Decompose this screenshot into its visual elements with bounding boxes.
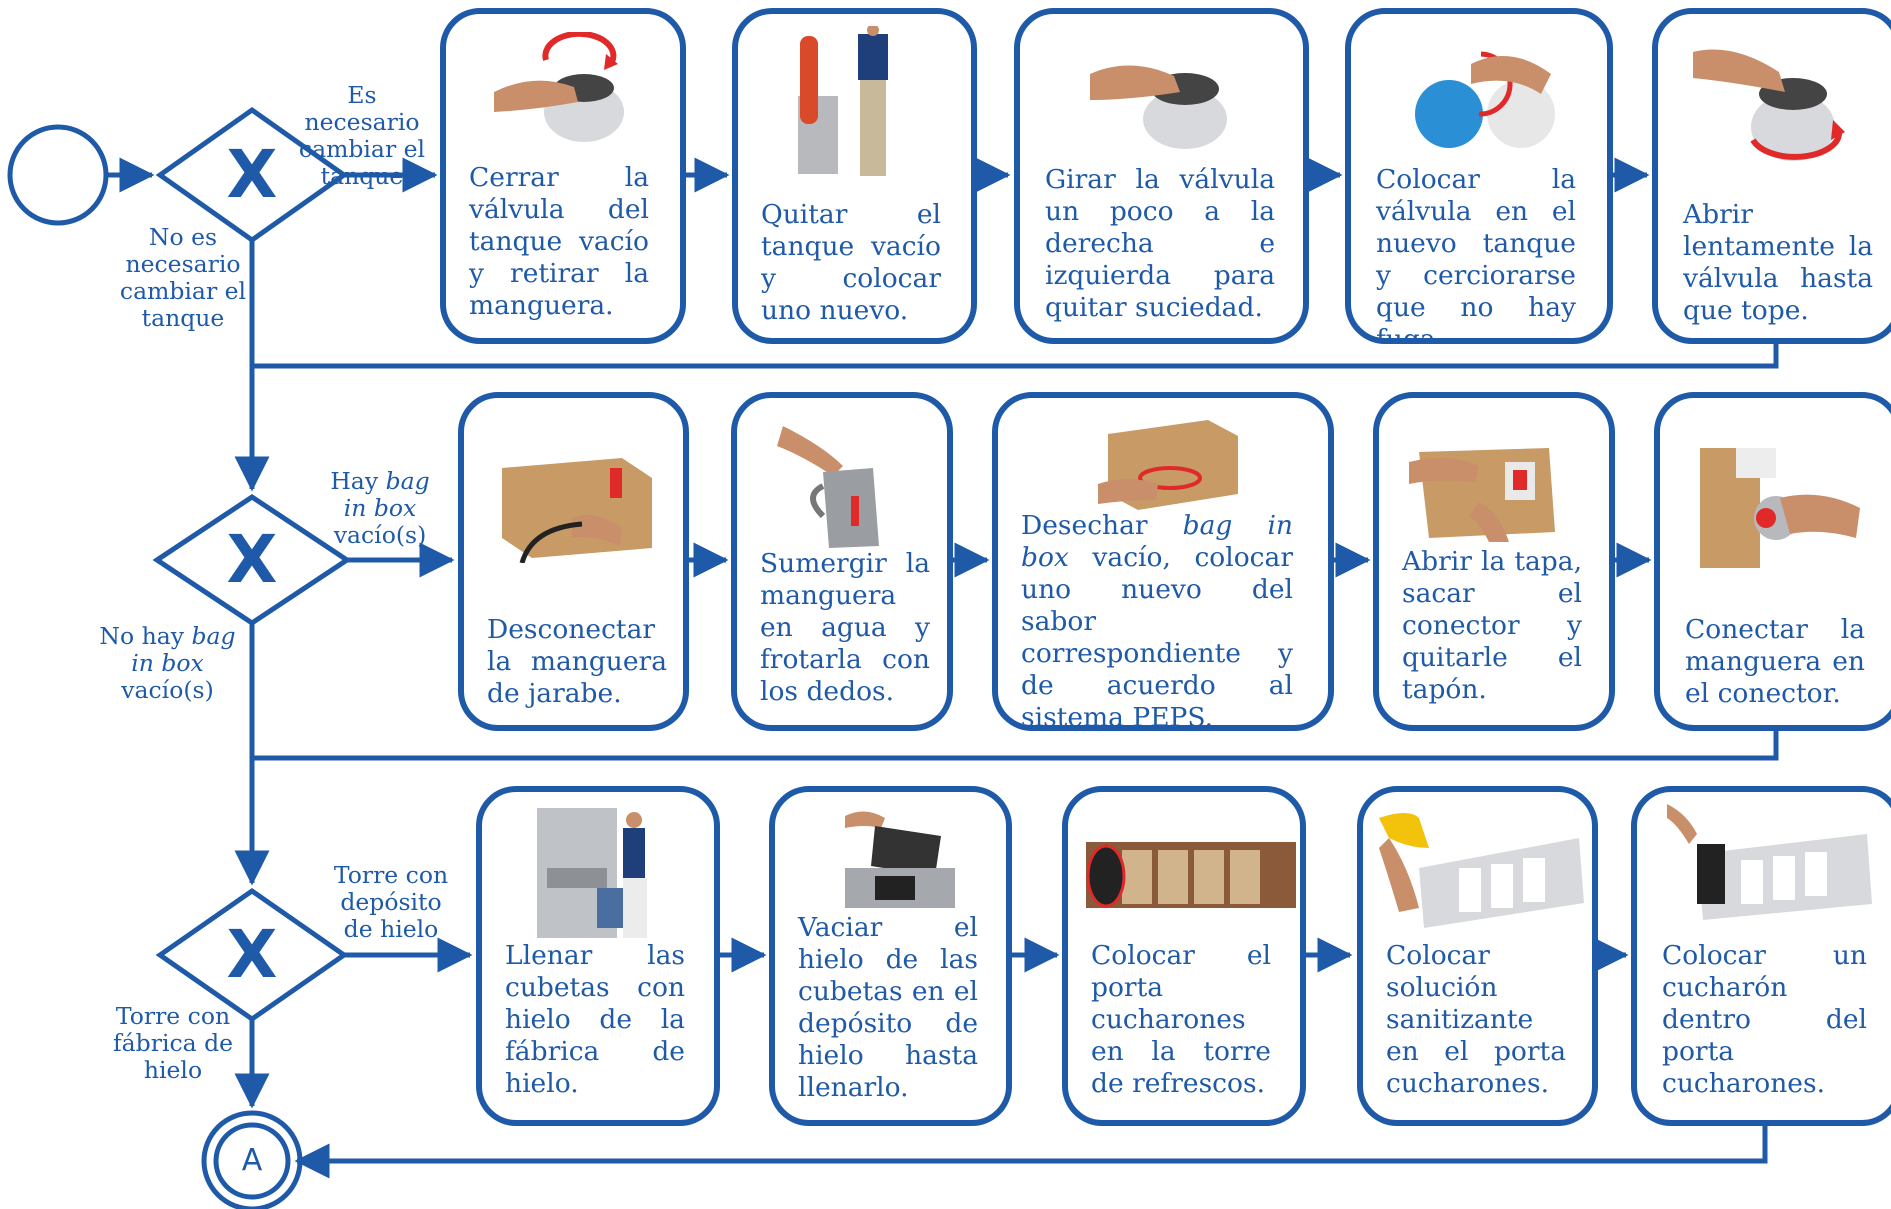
hand-turning-valve-icon <box>1090 65 1227 149</box>
flow-row-1-return <box>252 344 1779 369</box>
task-r1-close-valve-text: Cerrar la válvula del tanque vacío y ret… <box>469 162 649 321</box>
task-r1-swap-tank-text: Quitar el tanque vacío y colocar uno nue… <box>761 199 941 326</box>
task-r1-turn-valve: Girar la válvula un poco a la derecha e … <box>1014 8 1309 344</box>
task-r2-disconnect-hose-text: Desconectar la manguera de jarabe. <box>487 614 667 709</box>
task-r2-replace-bag-text: Desechar bag in box vacío, colocar uno n… <box>1021 510 1293 731</box>
ice-bucket-pour-icon <box>845 811 955 908</box>
gateway-3-symbol: X <box>226 916 278 993</box>
gateway-3-yes-label: Torre con depósito de hielo <box>333 861 449 943</box>
task-r3-empty-buckets-text: Vaciar el hielo de las cubetas en el dep… <box>798 912 978 1103</box>
ice-machine-worker-icon <box>537 808 647 938</box>
flow-row-2-return <box>252 731 1779 761</box>
worker-swapping-tank-icon <box>798 26 888 176</box>
task-r1-place-valve-text: Colocar la válvula en el nuevo tanque y … <box>1376 164 1576 344</box>
task-r2-rinse-hose: Sumergir la manguera en agua y frotarla … <box>731 392 953 731</box>
hand-opening-valve-icon <box>1693 49 1845 161</box>
gateway-3-no-label: Torre con fábrica de hielo <box>112 1002 234 1084</box>
task-r3-place-holder: Colocar el porta cucharones en la torre … <box>1062 786 1306 1126</box>
task-r3-fill-buckets-text: Llenar las cubetas con hielo de la fábri… <box>505 940 685 1099</box>
valve-on-new-tank-icon <box>1415 51 1555 148</box>
task-r2-replace-bag: Desechar bag in box vacío, colocar uno n… <box>992 392 1334 731</box>
hose-connector-icon <box>1700 448 1860 568</box>
task-r1-open-valve: Abrir lentamente la válvula hasta que to… <box>1652 8 1891 344</box>
task-r3-fill-buckets: Llenar las cubetas con hielo de la fábri… <box>476 786 720 1126</box>
gateway-2-yes-label: Hay bag in box vacío(s) <box>330 467 430 549</box>
scoop-holder-icon <box>1086 842 1296 908</box>
gateway-1-no-label: No es necesario cambiar el tanque <box>119 223 247 332</box>
task-r1-turn-valve-text: Girar la válvula un poco a la derecha e … <box>1045 164 1275 323</box>
end-event-inner <box>213 1122 291 1200</box>
task-r3-place-holder-text: Colocar el porta cucharones en la torre … <box>1091 940 1271 1099</box>
task-r2-disconnect-hose: Desconectar la manguera de jarabe. <box>458 392 689 731</box>
task-r2-open-cap-text: Abrir la tapa, sacar el conector y quita… <box>1402 546 1582 705</box>
gateway-2-no-label: No hay bag in box vacío(s) <box>99 622 236 704</box>
gateway-1-symbol: X <box>226 136 278 213</box>
task-r3-place-scoop-text: Colocar un cucharón dentro del porta cuc… <box>1662 940 1867 1099</box>
scoop-in-holder-icon <box>1667 804 1872 920</box>
task-r1-open-valve-text: Abrir lentamente la válvula hasta que to… <box>1683 199 1873 326</box>
task-r2-rinse-hose-text: Sumergir la manguera en agua y frotarla … <box>760 548 930 707</box>
end-event-label: A <box>241 1143 263 1178</box>
task-r2-connect-hose-text: Conectar la manguera en el conector. <box>1685 614 1865 709</box>
flow-row-3-to-end <box>294 1126 1768 1179</box>
task-r3-sanitizer-text: Colocar solución sanitizante en el porta… <box>1386 940 1566 1099</box>
task-r1-place-valve: Colocar la válvula en el nuevo tanque y … <box>1345 8 1613 344</box>
task-r2-open-cap: Abrir la tapa, sacar el conector y quita… <box>1373 392 1615 731</box>
gateway-1-yes-label: Es necesario cambiar el tanque <box>298 81 426 190</box>
task-r1-swap-tank: Quitar el tanque vacío y colocar uno nue… <box>732 8 977 344</box>
box-connector-icon <box>1409 448 1555 542</box>
task-r3-place-scoop: Colocar un cucharón dentro del porta cuc… <box>1631 786 1891 1126</box>
task-r3-sanitizer: Colocar solución sanitizante en el porta… <box>1357 786 1598 1126</box>
sanitizer-pour-icon <box>1379 813 1584 928</box>
hand-closing-valve-icon <box>494 32 624 142</box>
task-r2-connect-hose: Conectar la manguera en el conector. <box>1654 392 1891 731</box>
task-r1-close-valve: Cerrar la válvula del tanque vacío y ret… <box>440 8 686 344</box>
task-r3-empty-buckets: Vaciar el hielo de las cubetas en el dep… <box>769 786 1012 1126</box>
start-event <box>7 124 109 226</box>
bag-in-box-icon <box>1098 420 1238 510</box>
hose-disconnect-box-icon <box>502 458 652 563</box>
gateway-2-symbol: X <box>226 521 278 598</box>
end-event-outer <box>201 1110 303 1209</box>
pitcher-water-icon <box>777 426 879 548</box>
